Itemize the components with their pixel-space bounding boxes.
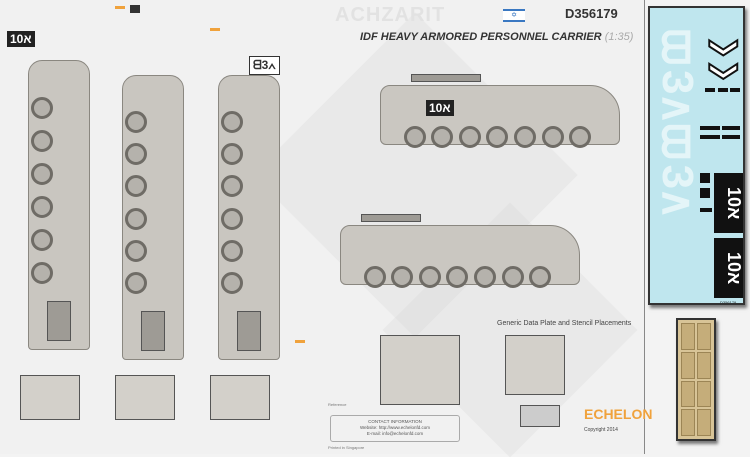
vehicle-side-view-2	[340, 214, 580, 288]
contact-heading: CONTACT INFORMATION	[368, 419, 422, 424]
vehicle-side-view-1: א10	[380, 74, 620, 148]
decal-number-1: א10	[714, 173, 743, 233]
rear-detail-3	[210, 375, 270, 420]
reference-note: Reference	[328, 402, 347, 407]
photo-etch-fret	[676, 318, 716, 441]
rear-detail-2	[115, 375, 175, 420]
decal-marking-letters: ᗺ3∧ᗺ3∧	[653, 28, 702, 218]
title-text: IDF HEAVY ARMORED PERSONNEL CARRIER	[360, 31, 602, 43]
decal-number-2: א10	[714, 238, 743, 298]
website-link[interactable]: Website: http://www.echelonfd.com	[360, 425, 430, 430]
vehicle-code: ᗺ3∧	[249, 56, 280, 75]
data-plate	[520, 405, 560, 427]
instruction-sheet: א10 ᗺ3∧ ACHZARIT ✡ D356179 IDF HEAVY ARM…	[7, 0, 653, 454]
product-code: D356179	[565, 6, 618, 21]
copyright: Copyright 2014	[584, 427, 618, 433]
chevron-decal: ❯❯	[709, 36, 741, 84]
rear-detail-1	[20, 375, 80, 420]
decal-sheet: ᗺ3∧ᗺ3∧ ❯❯ א10 א10 D356179	[648, 6, 745, 305]
stencil-callout	[130, 5, 140, 13]
vehicle-top-view-1: א10	[7, 31, 90, 350]
callout	[115, 6, 125, 9]
contact-box: CONTACT INFORMATION Website: http://www.…	[330, 415, 460, 442]
echelon-logo: ECHELON	[584, 406, 653, 422]
vehicle-top-view-3: ᗺ3∧	[218, 56, 280, 360]
callout	[210, 28, 220, 31]
product-title: IDF HEAVY ARMORED PERSONNEL CARRIER (1:3…	[360, 31, 633, 44]
side-number: א10	[426, 100, 454, 116]
vehicle-number: א10	[7, 31, 35, 47]
scale: (1:35)	[604, 31, 634, 43]
brand-title: ACHZARIT	[335, 4, 446, 26]
callout	[295, 340, 305, 343]
israel-flag-icon: ✡	[503, 9, 525, 22]
email-link[interactable]: E-mail: info@echelonfd.com	[366, 431, 424, 436]
section-title: Generic Data Plate and Stencil Placement…	[497, 320, 632, 327]
decal-code: D356179	[720, 300, 737, 305]
stencil-detail-2	[505, 335, 565, 395]
printed-note: Printed in Singapore	[328, 445, 365, 450]
vehicle-top-view-2	[122, 75, 184, 360]
stencil-detail-1	[380, 335, 460, 405]
